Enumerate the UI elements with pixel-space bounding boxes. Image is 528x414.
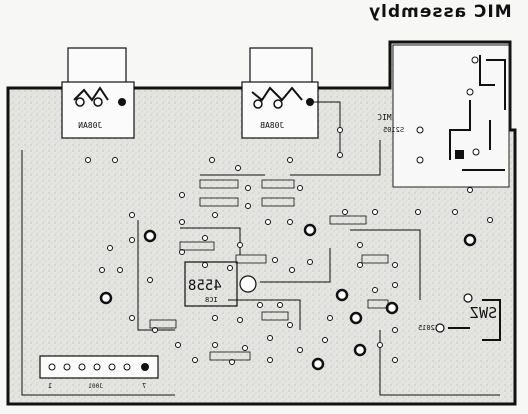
jack-left-label: J08AN: [78, 121, 102, 130]
swz-pad: [463, 293, 473, 303]
connector-pin-left: 1: [48, 382, 52, 390]
ic-ref-label: IC8: [205, 296, 218, 304]
connector-pin-right: 7: [142, 382, 146, 390]
mic-hole: [466, 88, 474, 96]
mic-panel: [392, 44, 510, 188]
swz-traces: [448, 299, 501, 341]
component-outlines: [149, 179, 389, 361]
mic-hole: [471, 56, 479, 64]
large-pads: [99, 223, 477, 371]
mic-sub-label: S2105: [383, 126, 404, 134]
mic-pad: [455, 150, 464, 159]
jack-right-label: J08AB: [260, 121, 284, 130]
swz-label: SWZ: [470, 304, 497, 322]
small-pads: [85, 127, 493, 365]
pcb-board: [6, 40, 517, 406]
sw-ref-label: S2015: [418, 324, 439, 332]
ic-4558: 4558 IC8: [184, 261, 257, 307]
swz-pad: [435, 323, 445, 333]
mic-hole: [416, 126, 424, 134]
ic-label: 4558: [188, 278, 222, 294]
connector-ref-label: J001: [88, 383, 103, 390]
jack-right: J08AB: [241, 47, 319, 139]
mic-hole: [416, 156, 424, 164]
mic-label: MIC: [377, 113, 392, 122]
mic-traces: [449, 55, 506, 171]
jack-left: J08AN: [61, 47, 135, 139]
mic-hole: [472, 148, 480, 156]
connector-j001: 1 J001 7: [39, 355, 159, 390]
